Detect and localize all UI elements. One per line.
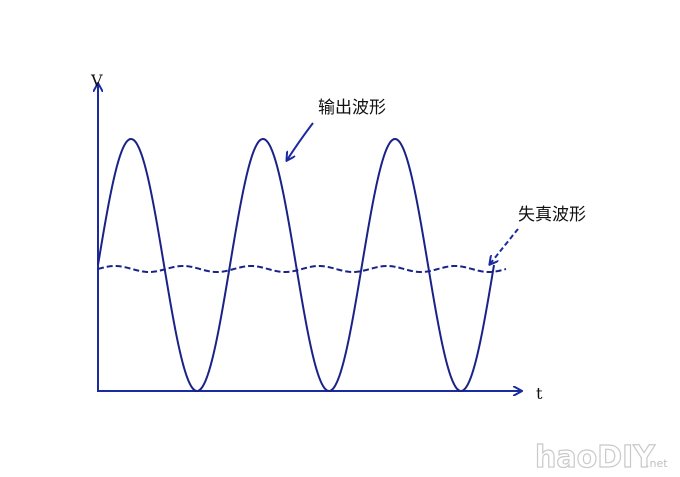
- output-waveform-label: 输出波形: [318, 98, 386, 118]
- distorted-waveform-pointer: [490, 228, 519, 264]
- watermark-text: haoDIY: [535, 440, 656, 475]
- watermark-suffix: .net: [646, 457, 668, 470]
- watermark: haoDIY .net: [534, 439, 668, 475]
- output-waveform: [97, 137, 495, 393]
- output-waveform-pointer: [287, 122, 314, 160]
- distorted-waveform-label: 失真波形: [518, 205, 586, 225]
- y-axis-label: V: [90, 71, 103, 90]
- distorted-waveform: [97, 264, 507, 274]
- x-axis-label: t: [536, 384, 543, 403]
